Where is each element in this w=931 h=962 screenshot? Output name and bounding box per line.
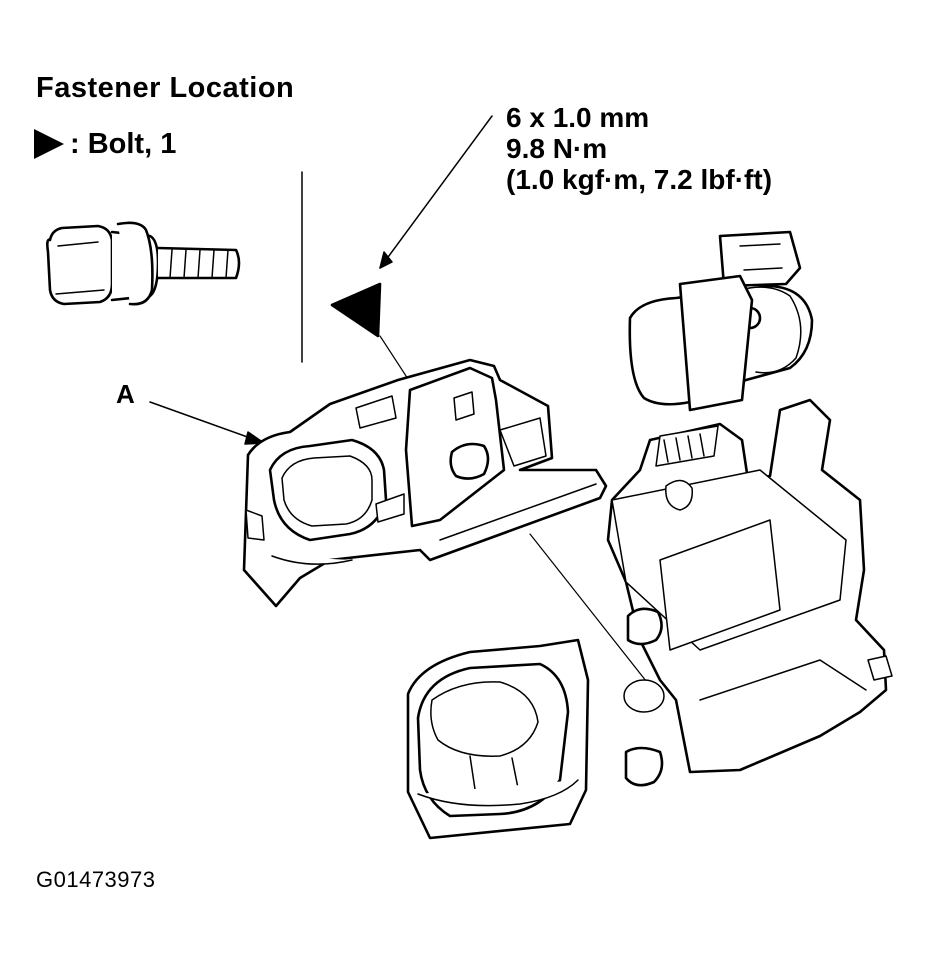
torque-spec: 6 x 1.0 mm 9.8 N·m (1.0 kgf·m, 7.2 lbf·f… (506, 102, 772, 195)
figure-id: G01473973 (36, 867, 156, 892)
callout-a-leader (149, 401, 265, 445)
spec-torque-nm: 9.8 N·m (506, 133, 608, 164)
legend-bolt-label: : Bolt, 1 (70, 127, 177, 160)
legend-bolt-row: : Bolt, 1 (34, 128, 176, 160)
bolt-location-marker (330, 282, 382, 338)
legend-title: Fastener Location (36, 72, 295, 104)
clip-pieces (623, 607, 665, 787)
spec-size: 6 x 1.0 mm (506, 102, 650, 133)
bolt-illustration (46, 221, 241, 306)
switch-assembly (606, 230, 893, 774)
callout-a-label: A (116, 379, 135, 409)
triangle-marker-icon (34, 129, 64, 159)
lower-housing (406, 638, 590, 840)
spec-leader-arrow (379, 115, 493, 269)
part-a-cover (242, 358, 608, 608)
spec-torque-alt: (1.0 kgf·m, 7.2 lbf·ft) (506, 164, 773, 195)
